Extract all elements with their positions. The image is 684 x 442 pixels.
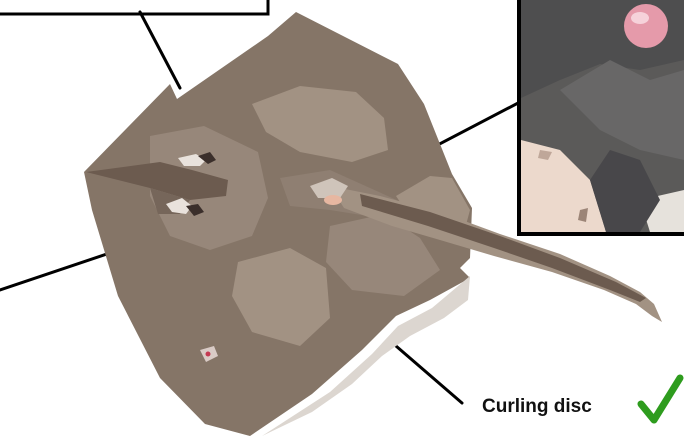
lesion-closeup	[624, 4, 668, 48]
inset-photo	[517, 0, 684, 236]
check-mark-icon	[641, 378, 680, 420]
top-left-label-box	[0, 0, 268, 14]
leader-line-top	[140, 12, 180, 88]
lesion-marker	[324, 195, 342, 205]
curling-disc-label: Curling disc	[482, 396, 592, 418]
leader-line-curling	[396, 346, 462, 403]
